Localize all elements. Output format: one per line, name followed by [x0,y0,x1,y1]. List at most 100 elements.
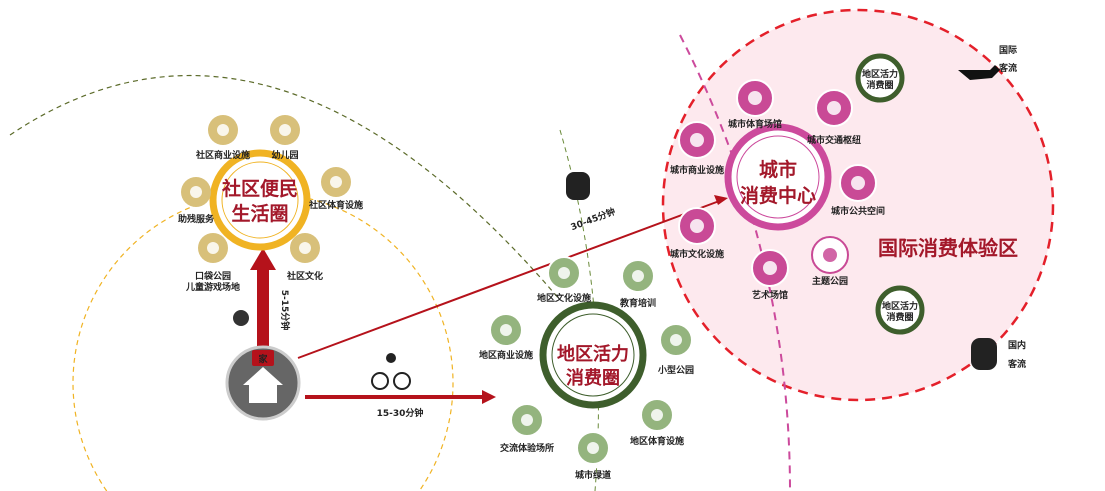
icon-glyph [823,248,837,262]
icon-glyph [651,409,663,421]
community-item [181,177,211,207]
intl-flow-label: 国际 [999,45,1017,56]
label: 地区活力 [882,300,918,312]
district-item [659,323,693,357]
label: 地区商业设施 [479,349,533,361]
district-range-arc [9,74,561,301]
community-circle [209,149,311,251]
district-item [547,256,581,290]
label: 消费圈 [886,311,913,323]
icon-glyph [217,124,229,136]
city-item [811,236,849,274]
icon-glyph [558,267,570,279]
community-range-circle [72,192,454,491]
bicycle-icon [371,372,389,390]
label: 主题公园 [812,275,848,287]
city-item [839,164,877,202]
pedestrians-icon [233,310,249,326]
community-title: 生活圈 [231,202,288,225]
house-icon [243,367,283,403]
zone-label: 国际消费体验区 [878,236,1018,260]
label: 城市体育场馆 [728,118,782,130]
icon-glyph [763,261,777,275]
district-item [621,259,655,293]
label: 城市商业设施 [670,164,724,176]
domestic-flow-label: 国内 [1008,339,1026,351]
walk-time-label: 5-15分钟 [279,290,291,331]
label: 城市交通枢纽 [807,134,861,146]
label: 交流体验场所 [500,442,554,454]
metro-arrowhead [714,195,728,205]
icon-glyph [748,91,762,105]
district-item [510,403,544,437]
metro-icon [566,172,590,200]
icon-glyph [207,242,219,254]
district-circle [539,301,647,409]
bicycle-wheel [393,372,411,390]
label: 教育培训 [619,297,656,309]
icon-glyph [690,133,704,147]
city-axis-line [679,34,791,491]
label: 地区活力 [862,68,898,80]
metro-route-line [297,199,723,359]
city-item [736,79,774,117]
label: 社区体育设施 [308,199,363,211]
icon-glyph [279,124,291,136]
icon-glyph [299,242,311,254]
bike-arrowhead [482,390,496,404]
district-title: 地区活力 [557,343,629,365]
home-label: 家 [258,353,268,365]
icon-glyph [670,334,682,346]
icon-glyph [851,176,865,190]
icon-glyph [330,176,342,188]
district-item [640,398,674,432]
airplane-icon [958,65,1000,80]
city-title: 消费中心 [740,184,816,207]
sub-district-circle [855,53,905,103]
district-inner-ring [551,313,635,397]
sub-district-circle [875,285,925,335]
community-item [270,115,300,145]
bike-time-label: 15-30分钟 [377,407,424,419]
icon-glyph [827,101,841,115]
district-title: 消费圈 [566,367,620,389]
label: 社区商业设施 [195,149,250,161]
city-item [678,121,716,159]
label: 消费圈 [866,79,893,91]
district-item [576,431,610,465]
walk-arrow-shaft [257,268,269,348]
icon-glyph [632,270,644,282]
home-tag [252,350,274,366]
community-item [198,233,228,263]
community-item [290,233,320,263]
label: 口袋公园 [195,270,231,282]
domestic-flow-label: 客流 [1007,358,1026,370]
icon-glyph [521,414,533,426]
label: 城市绿道 [575,469,611,481]
cyclist-icon [386,353,396,363]
city-inner-ring [736,135,820,219]
icon-glyph [690,219,704,233]
metro-time-label: 30-45分钟 [569,205,617,233]
label: 幼儿园 [271,149,298,161]
community-inner-ring [221,161,299,239]
label: 儿童游戏场地 [185,281,240,293]
label: 助残服务 [178,213,215,225]
label: 小型公园 [657,364,694,376]
city-circle [724,123,832,231]
city-title: 城市 [759,158,797,181]
icon-glyph [500,324,512,336]
label: 地区体育设施 [630,435,684,447]
community-item [321,167,351,197]
community-item [208,115,238,145]
intl-flow-label: 客流 [998,62,1017,74]
label: 社区文化 [286,270,323,282]
city-item [751,249,789,287]
city-item [678,207,716,245]
label: 城市文化设施 [670,248,724,260]
community-title: 社区便民 [221,177,298,200]
label: 城市公共空间 [831,205,885,217]
city-item [815,89,853,127]
